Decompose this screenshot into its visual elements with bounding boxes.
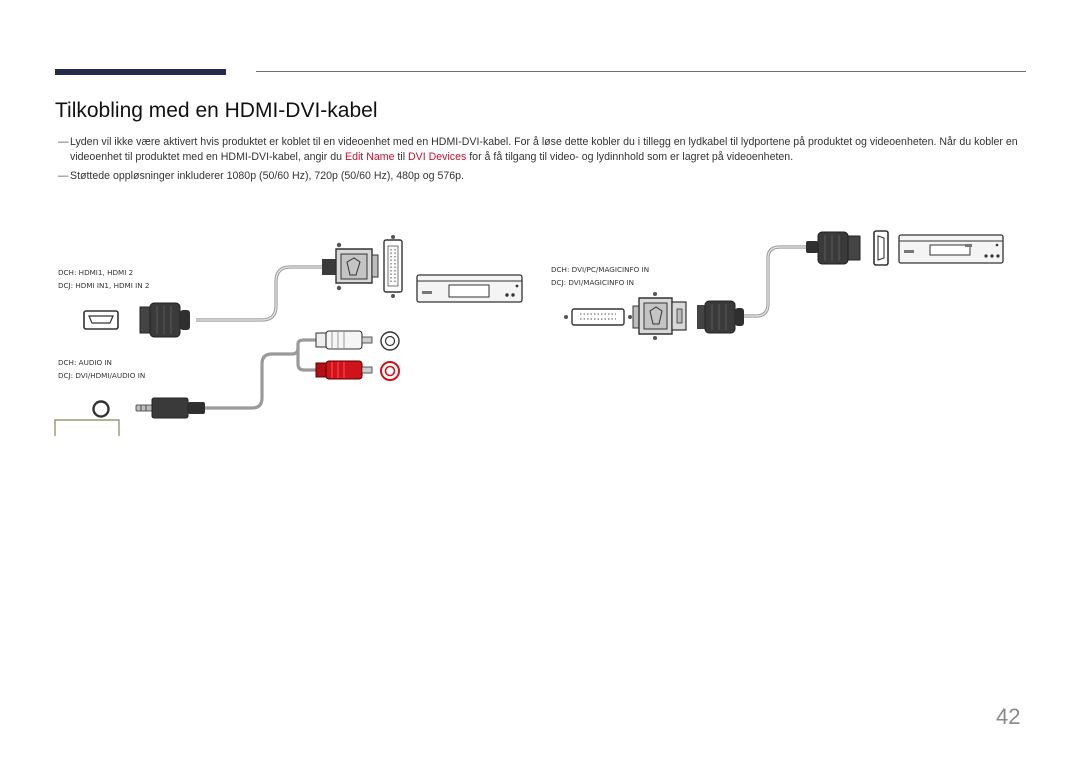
note-dash: ― — [58, 136, 69, 148]
dvi-plug-right-icon — [632, 292, 687, 340]
audio-label-dcj: DCJ: DVI/HDMI/AUDIO IN — [58, 371, 145, 380]
dvi-plug-icon — [322, 242, 379, 291]
audio-cable — [205, 338, 318, 410]
hdmi-dvi-cable — [196, 265, 324, 322]
dvi-label-dcj: DCJ: DVI/MAGICINFO IN — [551, 278, 634, 287]
header-rule — [256, 71, 1026, 72]
hdmi-port-icon — [83, 310, 119, 330]
note-resolutions: ― Støttede oppløsninger inkluderer 1080p… — [58, 169, 1030, 184]
audio-jack-icon — [54, 400, 120, 436]
dvi-label-dch: DCH: DVI/PC/MAGICINFO IN — [551, 265, 649, 274]
note-text: Lyden vil ikke være aktivert hvis produk… — [70, 136, 1018, 163]
dvi-port-product-icon — [564, 308, 632, 326]
rca-white-jack-icon — [380, 331, 400, 351]
video-source-device-right-icon — [898, 234, 1004, 264]
hdmi-label-dch: DCH: HDMI1, HDMI 2 — [58, 268, 133, 277]
hdmi-plug-right-up-icon — [806, 231, 861, 265]
rca-red-plug-icon — [315, 360, 373, 380]
note-audio: ― Lyden vil ikke være aktivert hvis prod… — [58, 135, 1030, 164]
hdmi-label-dcj: DCJ: HDMI IN1, HDMI IN 2 — [58, 281, 149, 290]
audio-label-dch: DCH: AUDIO IN — [58, 358, 112, 367]
dvi-hdmi-cable-right — [742, 245, 812, 318]
page-title: Tilkobling med en HDMI-DVI-kabel — [55, 99, 378, 122]
note-dash: ― — [58, 170, 69, 182]
hdmi-port-source-icon — [873, 230, 889, 266]
dvi-port-icon — [383, 235, 403, 298]
rca-red-jack-icon — [380, 361, 400, 381]
edit-name-term: Edit Name — [345, 150, 395, 163]
hdmi-plug-icon — [139, 302, 190, 338]
dvi-devices-term: DVI Devices — [408, 150, 467, 163]
rca-white-plug-icon — [315, 330, 373, 350]
note-text: Støttede oppløsninger inkluderer 1080p (… — [70, 170, 464, 182]
page-number: 42 — [996, 704, 1021, 729]
video-source-device-icon — [416, 274, 523, 303]
hdmi-plug-right-low-icon — [697, 300, 744, 334]
stereo-mini-plug-icon — [135, 397, 205, 419]
header-accent-bar — [55, 69, 226, 75]
